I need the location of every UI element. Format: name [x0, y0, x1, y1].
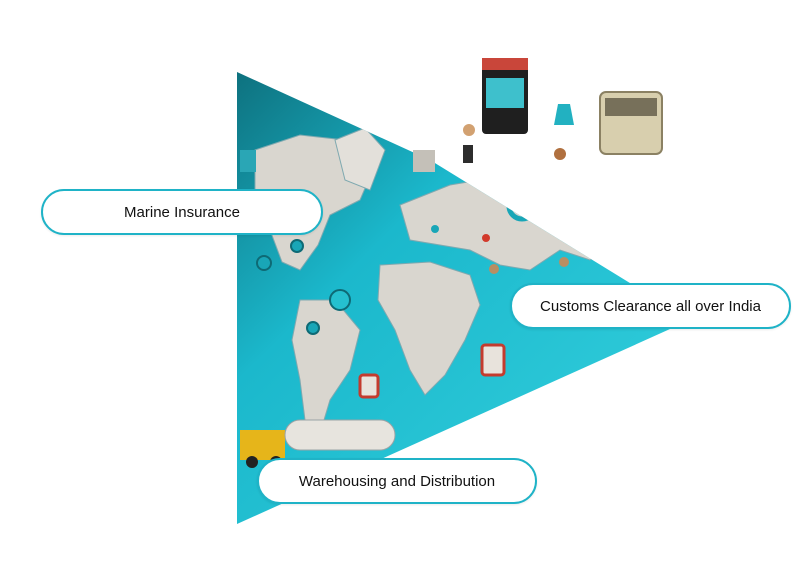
continent-greenland [334, 127, 386, 191]
marine-insurance-label[interactable]: Marine Insurance [41, 189, 323, 235]
cargo-box-icon [413, 104, 574, 172]
continent-africa [377, 261, 481, 396]
forklift-icon [240, 419, 396, 468]
customs-clearance-label[interactable]: Customs Clearance all over India [510, 283, 791, 329]
truck-icon [482, 58, 663, 155]
warehousing-distribution-label[interactable]: Warehousing and Distribution [257, 458, 537, 504]
